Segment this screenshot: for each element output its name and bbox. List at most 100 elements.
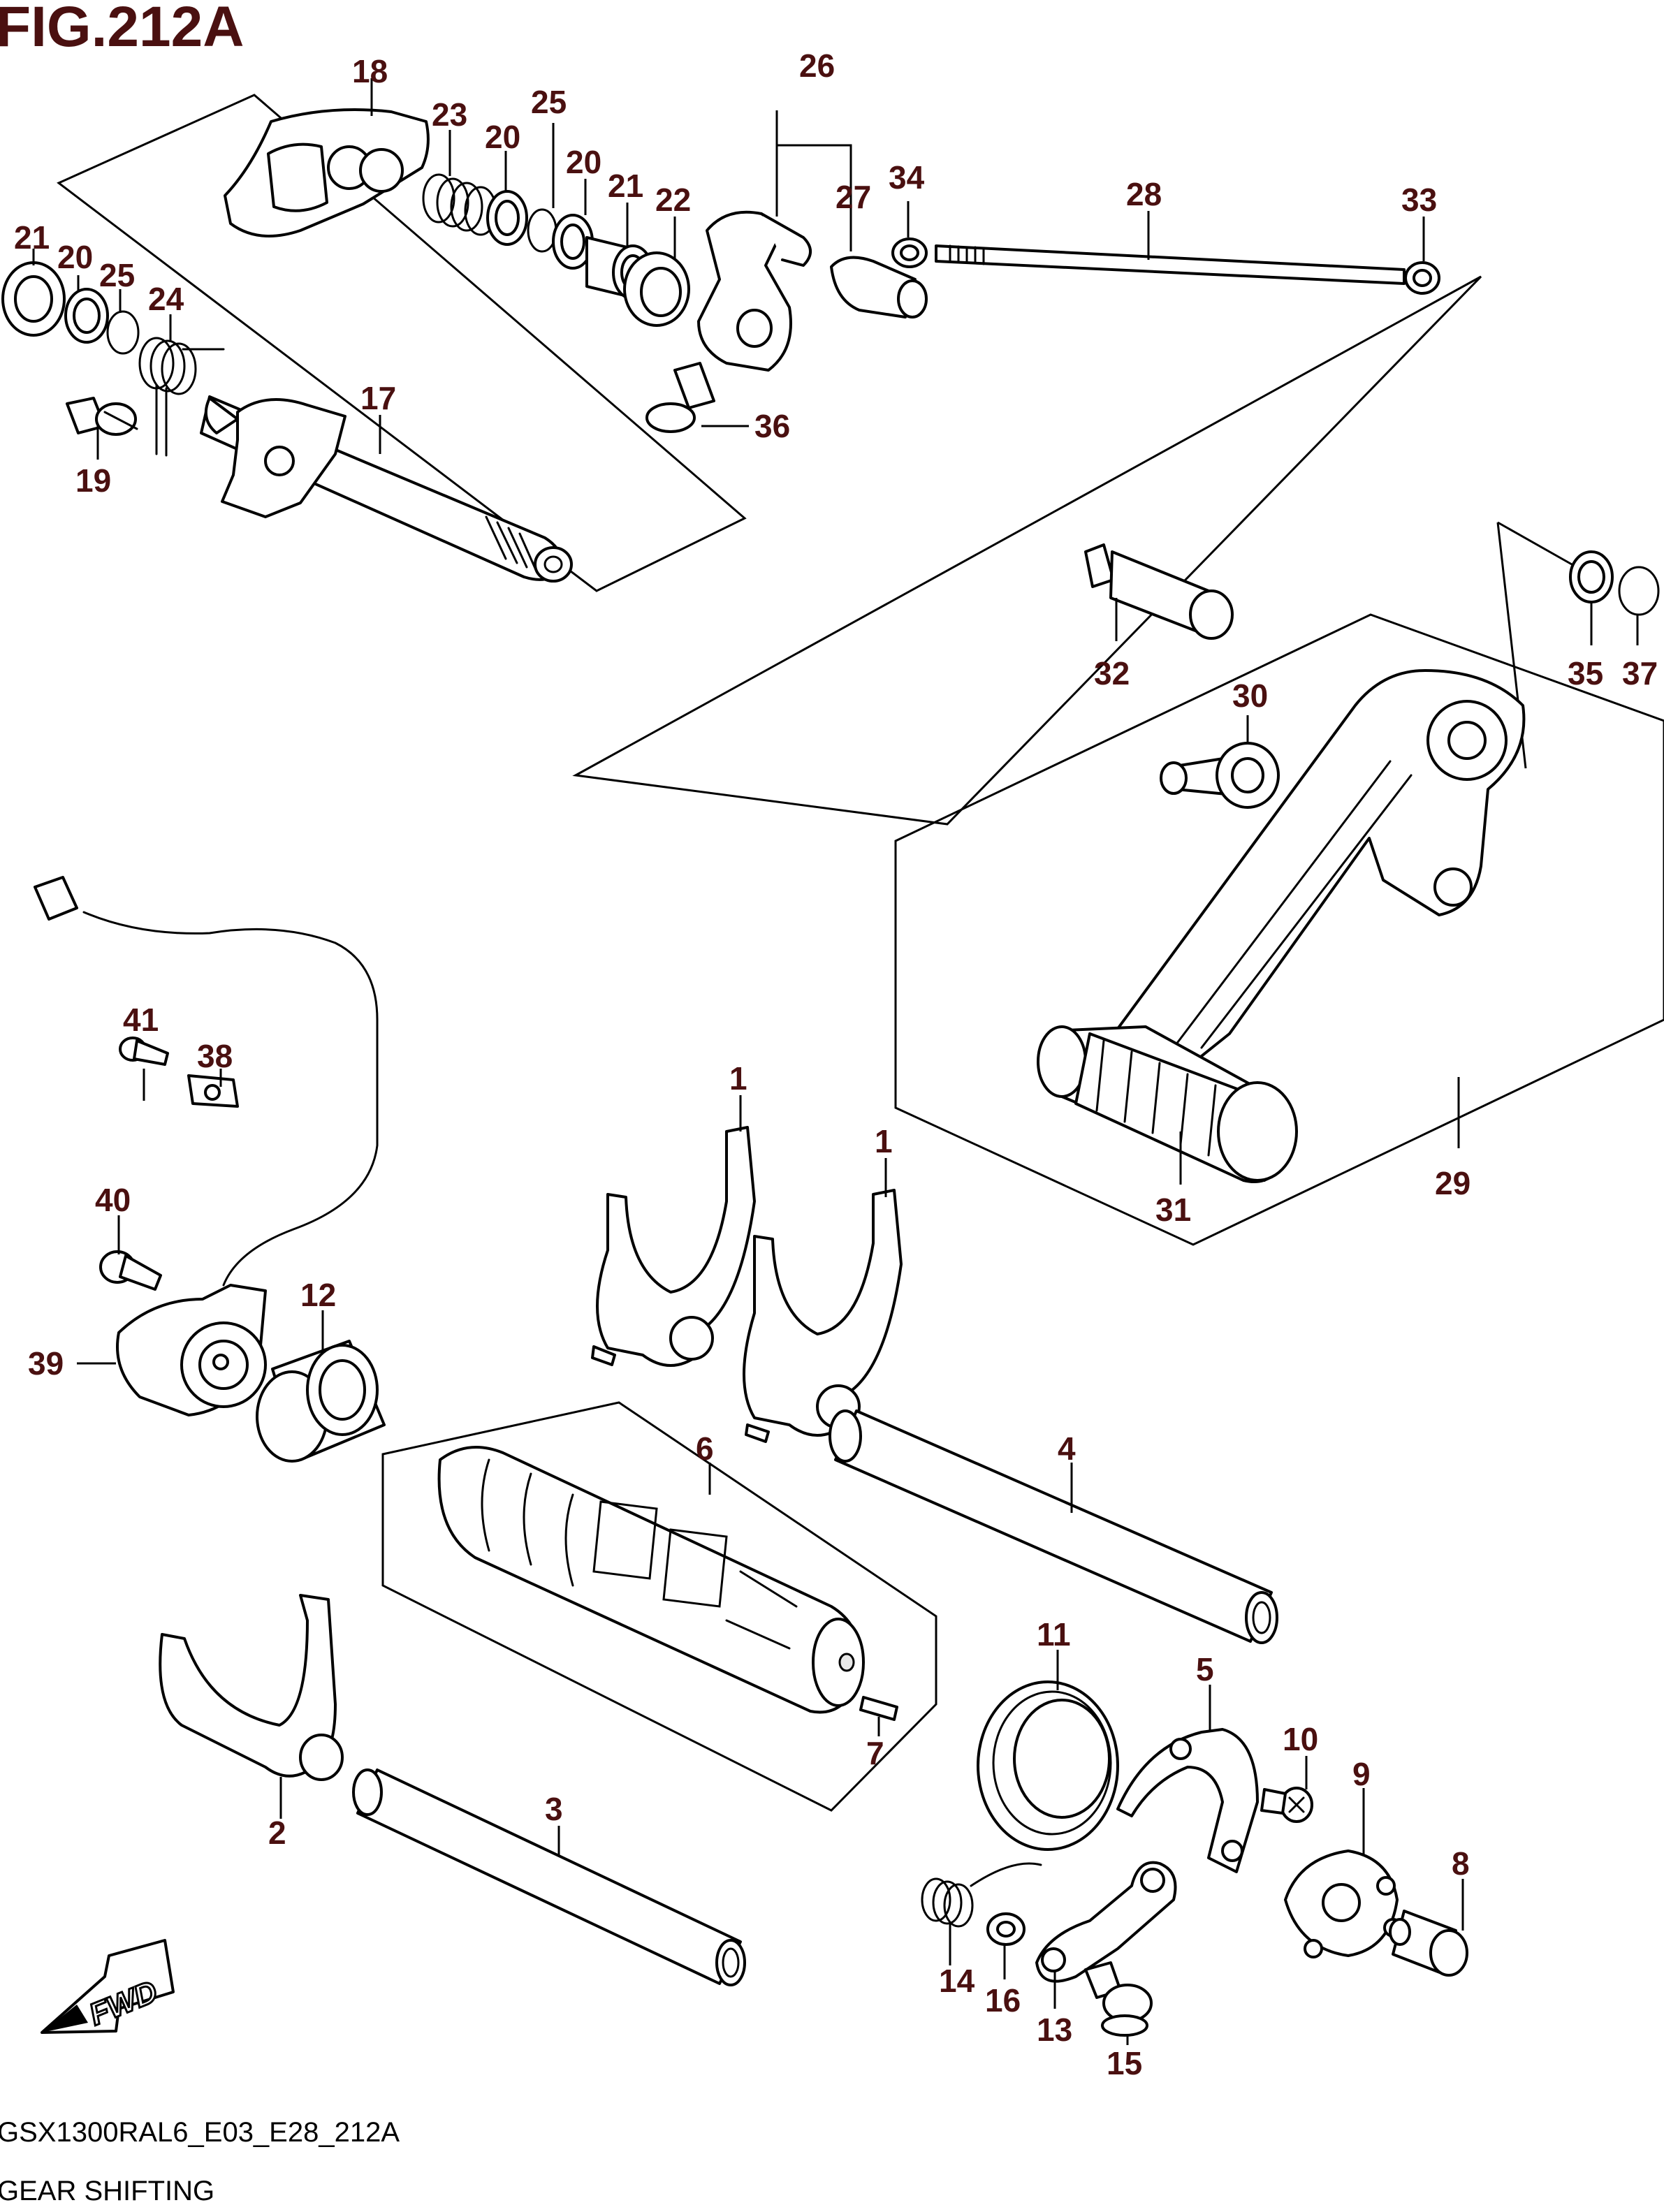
- callout-14: 14: [939, 1963, 975, 1999]
- shift-rod-28: [935, 244, 1406, 285]
- callout-26: 26: [799, 47, 835, 84]
- callout-17: 17: [360, 380, 396, 416]
- callout-29: 29: [1435, 1165, 1470, 1201]
- callout-1-lower: 1: [875, 1123, 893, 1159]
- shift-arm-26: [697, 210, 812, 372]
- callout-11: 11: [1037, 1616, 1071, 1653]
- callout-16: 16: [985, 1982, 1021, 2019]
- nut-33: [1404, 261, 1440, 295]
- callout-30: 30: [1232, 677, 1268, 714]
- return-spring-24: [138, 337, 225, 457]
- callout-25-left: 25: [99, 257, 135, 293]
- oil-seal-22: [623, 251, 690, 327]
- fork-shaft-3: [352, 1768, 746, 1986]
- figure-title: FIG.212A: [0, 0, 244, 59]
- footpeg-31: [1037, 1025, 1298, 1183]
- callout-35: 35: [1568, 655, 1603, 691]
- callout-21-left: 21: [14, 219, 50, 256]
- callout-9: 9: [1352, 1756, 1371, 1792]
- callout-36: 36: [754, 408, 790, 444]
- callout-24: 24: [148, 281, 184, 317]
- callout-3: 3: [545, 1791, 563, 1827]
- gearshift-lever-29: [1102, 669, 1526, 1091]
- circlip-25-upper: [527, 208, 557, 253]
- callout-10: 10: [1283, 1721, 1318, 1757]
- frame-shift-shaft-group: [57, 94, 747, 592]
- bolt-15: [1084, 1961, 1153, 2037]
- frame-cam-drum-group: [381, 1401, 937, 1812]
- frame-linkage-group: [572, 275, 1482, 826]
- footer-name: GEAR SHIFTING: [0, 2176, 214, 2206]
- shift-arm-plate-18: [224, 108, 430, 237]
- washer-16: [986, 1912, 1026, 1946]
- callout-8: 8: [1452, 1845, 1470, 1882]
- gear-position-sensor-39: [116, 1284, 267, 1416]
- joint-27: [830, 256, 928, 318]
- washer-20-left: [64, 288, 109, 344]
- callout-34: 34: [889, 159, 925, 196]
- callout-19: 19: [75, 462, 111, 499]
- spring-14: [921, 1862, 1042, 1928]
- frame-lever-group: [894, 613, 1664, 1246]
- callout-13: 13: [1037, 2012, 1072, 2048]
- callout-39: 39: [28, 1345, 64, 1382]
- shift-shaft-17: [200, 395, 573, 583]
- shift-fork-1-upper: [591, 1126, 756, 1367]
- circlip-37: [1618, 566, 1660, 616]
- bolt-19: [66, 397, 138, 436]
- callout-12: 12: [300, 1277, 336, 1313]
- bolt-36: [645, 362, 715, 433]
- callout-1-upper: 1: [729, 1060, 747, 1097]
- callout-38: 38: [197, 1038, 233, 1074]
- callout-27: 27: [835, 179, 871, 215]
- callout-22: 22: [655, 182, 691, 218]
- washer-35: [1569, 550, 1614, 603]
- bearing-21-left: [1, 261, 66, 337]
- sensor-wire: [34, 876, 379, 1287]
- bearing-11: [977, 1680, 1119, 1851]
- circlip-25-left: [106, 310, 140, 355]
- callout-23: 23: [432, 96, 467, 133]
- spring-23: [422, 173, 497, 236]
- callout-25-upper: 25: [531, 84, 567, 120]
- shift-fork-2: [159, 1594, 344, 1781]
- bolt-41: [119, 1037, 169, 1066]
- fork-shaft-4: [829, 1409, 1278, 1644]
- shift-cam-plate-9: [1284, 1850, 1403, 1958]
- callout-31: 31: [1155, 1192, 1191, 1228]
- footer-code: GSX1300RAL6_E03_E28_212A: [0, 2117, 400, 2148]
- bearing-12: [256, 1340, 386, 1463]
- shift-fork-1-lower: [743, 1189, 903, 1443]
- callout-18: 18: [352, 53, 388, 89]
- callout-4: 4: [1058, 1430, 1076, 1467]
- callout-28: 28: [1126, 176, 1162, 212]
- pivot-bolt-32: [1084, 543, 1234, 640]
- callout-20-upper-a: 20: [485, 119, 520, 155]
- screw-10: [1260, 1787, 1313, 1823]
- washer-20-upper-b: [552, 214, 594, 270]
- nut-34: [891, 237, 928, 268]
- clamp-38: [187, 1074, 239, 1108]
- callout-2: 2: [268, 1815, 286, 1851]
- callout-20-left: 20: [57, 239, 93, 275]
- leader-lines: [32, 78, 1639, 2045]
- gearshift-cam-6: [437, 1446, 865, 1714]
- callout-41: 41: [123, 1002, 159, 1038]
- callout-37: 37: [1622, 655, 1658, 691]
- callout-32: 32: [1094, 655, 1130, 691]
- callout-33: 33: [1401, 182, 1437, 218]
- callout-21-upper: 21: [608, 168, 643, 204]
- fwd-arrow-icon: FWD: [41, 1939, 175, 2034]
- joint-30: [1160, 742, 1280, 809]
- callout-numbers: 18 23 25 20 20 21 22 26 27 34 28 33 21 2…: [14, 47, 1658, 2081]
- stopper-plate-5: [1116, 1728, 1259, 1873]
- callout-5: 5: [1196, 1651, 1214, 1687]
- washer-20-upper-a: [486, 190, 528, 246]
- stopper-arm-13: [1035, 1861, 1177, 1983]
- pin-7: [859, 1696, 898, 1721]
- callout-7: 7: [866, 1735, 884, 1771]
- callout-15: 15: [1107, 2045, 1142, 2081]
- callout-6: 6: [696, 1430, 714, 1467]
- bolt-40: [99, 1250, 162, 1291]
